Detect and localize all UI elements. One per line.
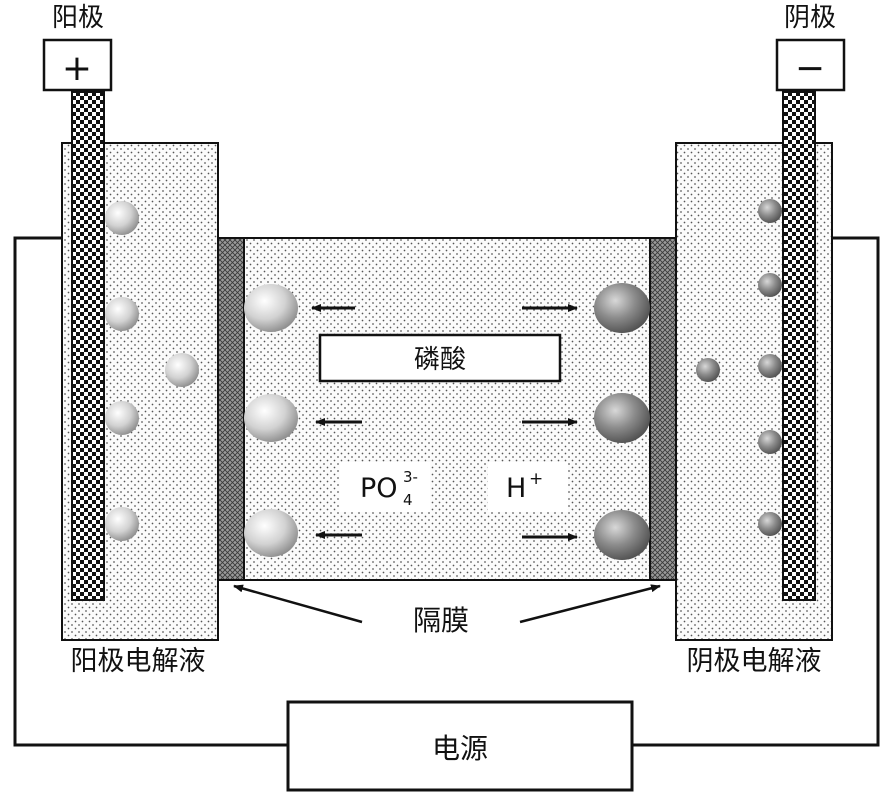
ion-ball: [244, 509, 298, 557]
anolyte-ions: [105, 201, 199, 541]
catholyte-label: 阴极电解液: [687, 646, 822, 677]
ion-ball: [696, 358, 720, 382]
phosphate-base: PO: [360, 473, 398, 504]
ion-ball: [165, 353, 199, 387]
ion-ball: [105, 507, 139, 541]
phosphate-label-bg: [340, 462, 430, 512]
ion-ball: [758, 430, 782, 454]
membrane-pointer-right: [519, 584, 661, 624]
phosphate-subscript: 4: [403, 491, 413, 509]
anode-label: 阳极: [52, 3, 104, 33]
membrane-label-bg: [376, 596, 506, 644]
power-supply-box: [286, 700, 634, 792]
hydrogen-superscript: +: [529, 469, 543, 489]
membrane-label: 隔膜: [413, 604, 469, 637]
cathode-electrode: [782, 91, 816, 601]
ion-ball: [758, 273, 782, 297]
cathode-terminal: [775, 38, 846, 92]
anolyte-label: 阳极电解液: [71, 646, 206, 677]
ion-ball: [105, 201, 139, 235]
hydrogen-label-bg: [488, 462, 568, 512]
cathode-label: 阴极: [784, 3, 836, 33]
ion-ball: [758, 354, 782, 378]
phosphoric-acid-box: [318, 333, 562, 383]
membrane-pointer-left: [233, 584, 363, 624]
ion-ball: [105, 401, 139, 435]
ion-ball: [758, 199, 782, 223]
migration-arrows: [311, 304, 578, 541]
ion-ball: [244, 394, 298, 442]
phosphate-superscript: 3-: [403, 468, 418, 486]
phosphate-ion-label: PO: [360, 473, 398, 504]
anode-sign: +: [62, 48, 92, 89]
ion-ball: [594, 283, 650, 333]
power-supply-label: 电源: [432, 732, 488, 765]
ion-ball: [758, 512, 782, 536]
ion-ball: [594, 510, 650, 560]
ion-ball: [244, 284, 298, 332]
catholyte-ions: [696, 199, 782, 536]
circuit-wire: [13, 236, 880, 747]
phosphate-ions: [244, 284, 298, 557]
ion-ball: [594, 393, 650, 443]
cathode-sign: −: [795, 48, 825, 89]
phosphoric-acid-label: 磷酸: [414, 345, 466, 375]
ion-ball: [105, 297, 139, 331]
hydrogen-ions: [594, 283, 650, 560]
right-membrane: [649, 237, 677, 581]
anode-terminal: [42, 38, 113, 92]
hydrogen-ion-label: H: [506, 473, 526, 504]
left-membrane: [217, 237, 245, 581]
anode-electrode: [71, 91, 105, 601]
